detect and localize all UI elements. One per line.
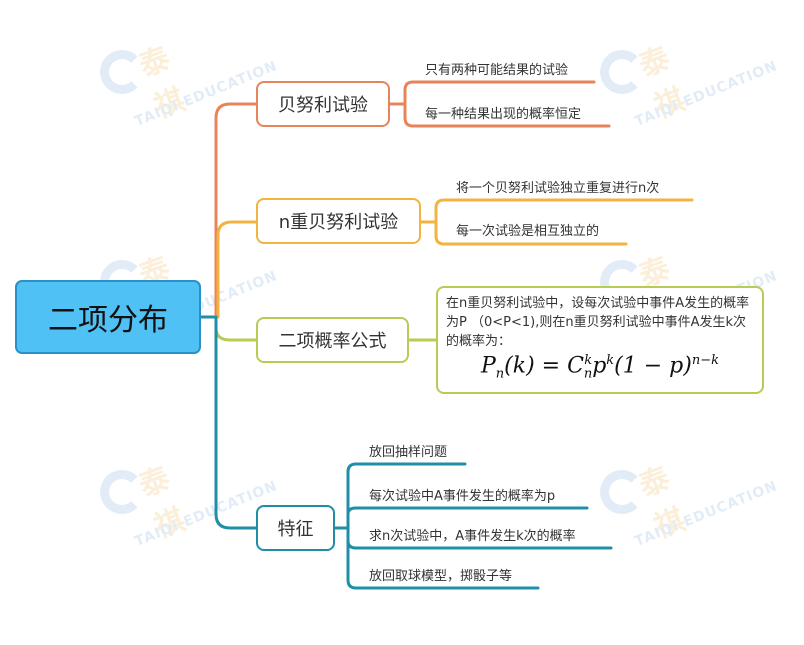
branch-node-bernoulli-trial[interactable]: 贝努利试验 — [256, 81, 390, 127]
root-node[interactable]: 二项分布 — [15, 280, 201, 354]
leaf-node[interactable]: 放回抽样问题 — [369, 445, 448, 460]
branch-node-n-bernoulli-trial[interactable]: n重贝努利试验 — [256, 198, 421, 244]
leaf-node[interactable]: 放回取球模型，掷骰子等 — [369, 569, 513, 584]
branch-label: 特征 — [277, 519, 314, 540]
leaf-node[interactable]: 只有两种可能结果的试验 — [425, 63, 569, 78]
leaf-node[interactable]: 每一种结果出现的概率恒定 — [425, 107, 582, 122]
leaf-node[interactable]: 每次试验中A事件发生的概率为p — [369, 489, 556, 504]
formula-description: 在n重贝努利试验中，设每次试验中事件A发生的概率为P （0<P<1),则在n重贝… — [446, 296, 750, 349]
leaf-node[interactable]: 每一次试验是相互独立的 — [456, 224, 600, 239]
branch-label: n重贝努利试验 — [278, 212, 399, 233]
leaf-node[interactable]: 求n次试验中，A事件发生k次的概率 — [369, 529, 576, 544]
root-label: 二项分布 — [48, 303, 168, 338]
leaf-node[interactable]: 将一个贝努利试验独立重复进行n次 — [456, 181, 660, 196]
formula-node[interactable]: 在n重贝努利试验中，设每次试验中事件A发生的概率为P （0<P<1),则在n重贝… — [436, 286, 764, 394]
branch-label: 二项概率公式 — [278, 331, 387, 352]
branch-node-binomial-formula[interactable]: 二项概率公式 — [256, 317, 409, 363]
binomial-formula: Pn(k) = Cnkpk(1 − p)n−k — [480, 353, 719, 382]
branch-node-features[interactable]: 特征 — [256, 505, 335, 551]
branch-label: 贝努利试验 — [278, 95, 368, 116]
